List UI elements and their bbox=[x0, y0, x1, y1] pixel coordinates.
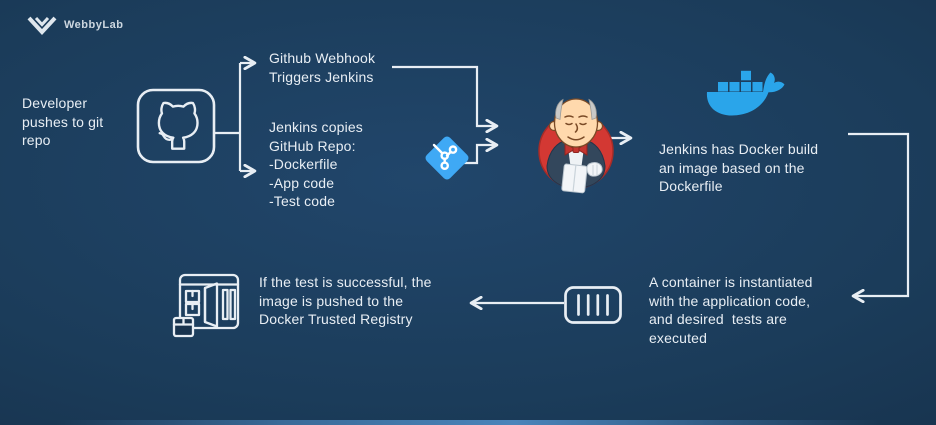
connector-webhook-to-jenkins bbox=[392, 65, 499, 134]
container-icon bbox=[564, 286, 622, 324]
step-developer-label: Developer pushes to git repo bbox=[22, 95, 104, 148]
github-icon bbox=[136, 88, 216, 164]
step-container-label: A container is instantiated with the app… bbox=[649, 274, 813, 346]
webbylab-logo: WebbyLab bbox=[27, 13, 123, 37]
step-copies-label: Jenkins copies GitHub Repo: -Dockerfile … bbox=[269, 119, 363, 209]
step-webhook-label: Github Webhook Triggers Jenkins bbox=[269, 50, 376, 85]
step-registry-label: If the test is successful, the image is … bbox=[259, 274, 432, 327]
docker-icon bbox=[706, 70, 785, 116]
step-build-label: Jenkins has Docker build an image based … bbox=[659, 141, 819, 194]
webbylab-chevron-icon bbox=[27, 16, 57, 35]
connector-github-branch bbox=[213, 63, 242, 171]
brand-name: WebbyLab bbox=[64, 19, 124, 31]
connector-build-to-container bbox=[848, 132, 910, 304]
git-icon bbox=[425, 136, 469, 180]
jenkins-icon bbox=[538, 98, 614, 194]
bottom-accent-bar bbox=[0, 420, 936, 425]
registry-icon bbox=[172, 273, 240, 338]
